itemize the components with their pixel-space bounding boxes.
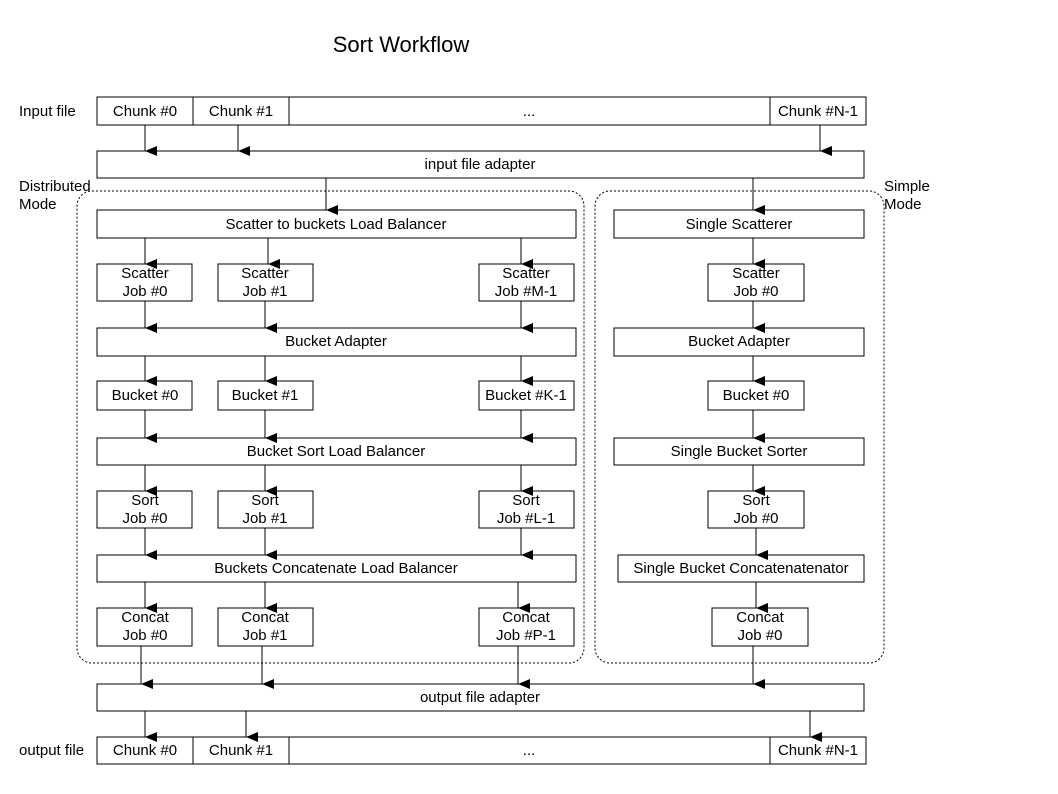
concat-job-0-box bbox=[96, 607, 193, 647]
simple-concat-job-box bbox=[711, 607, 809, 647]
concat-load-balancer: Buckets Concatenate Load Balancer bbox=[214, 560, 458, 577]
concat-job-last-box bbox=[478, 607, 575, 647]
scatter-job-1-line2: Job #1 bbox=[242, 283, 287, 300]
single-bucket-sorter: Single Bucket Sorter bbox=[671, 443, 808, 460]
output-file-adapter: output file adapter bbox=[420, 689, 540, 706]
input-chunk-0: Chunk #0 bbox=[113, 103, 177, 120]
output-file-row: Chunk #0 Chunk #1 ... Chunk #N-1 bbox=[96, 736, 867, 765]
input-file-row: Chunk #0 Chunk #1 ... Chunk #N-1 bbox=[96, 96, 867, 126]
scatter-job-last-line2: Job #M-1 bbox=[495, 283, 558, 300]
sort-job-0-line2: Job #0 bbox=[122, 510, 167, 527]
sort-job-last-box bbox=[478, 490, 575, 529]
output-file-label: output file bbox=[19, 742, 84, 759]
output-file-adapter-box bbox=[96, 683, 865, 712]
flow-arrows bbox=[140, 125, 832, 742]
bucket-0-box bbox=[96, 380, 193, 411]
simple-mode-label-line1: Simple bbox=[884, 178, 930, 195]
concat-job-last-line2: Job #P-1 bbox=[496, 627, 556, 644]
scatter-job-last-line1: Scatter bbox=[502, 265, 550, 282]
input-chunk-1: Chunk #1 bbox=[209, 103, 273, 120]
simple-concat-job-line1: Concat bbox=[736, 609, 784, 626]
sort-job-last-line2: Job #L-1 bbox=[497, 510, 555, 527]
input-file-adapter-box bbox=[96, 150, 865, 179]
scatter-job-last-box bbox=[478, 263, 575, 302]
bucket-adapter-box bbox=[96, 327, 577, 357]
input-file-adapter: input file adapter bbox=[425, 156, 536, 173]
simple-bucket-adapter: Bucket Adapter bbox=[688, 333, 790, 350]
sort-load-balancer-box bbox=[96, 437, 577, 466]
distributed-mode-label-line1: Distributed bbox=[19, 178, 91, 195]
bucket-1: Bucket #1 bbox=[232, 387, 299, 404]
sort-job-0-box bbox=[96, 490, 193, 529]
simple-scatter-job-line2: Job #0 bbox=[733, 283, 778, 300]
single-scatterer-box bbox=[613, 209, 865, 239]
input-chunk-ellipsis: ... bbox=[523, 103, 536, 120]
concat-job-last-line1: Concat bbox=[502, 609, 550, 626]
concat-job-0-line2: Job #0 bbox=[122, 627, 167, 644]
output-chunk-ellipsis: ... bbox=[523, 742, 536, 759]
single-bucket-concatenator: Single Bucket Concatenatenator bbox=[633, 560, 848, 577]
scatter-job-1-line1: Scatter bbox=[241, 265, 289, 282]
bucket-last: Bucket #K-1 bbox=[485, 387, 567, 404]
single-scatterer: Single Scatterer bbox=[686, 216, 793, 233]
bucket-0: Bucket #0 bbox=[112, 387, 179, 404]
single-bucket-sorter-box bbox=[613, 437, 865, 466]
simple-scatter-job-box bbox=[707, 263, 805, 302]
simple-sort-job-line1: Sort bbox=[742, 492, 770, 509]
output-chunk-0: Chunk #0 bbox=[113, 742, 177, 759]
sort-load-balancer: Bucket Sort Load Balancer bbox=[247, 443, 425, 460]
distributed-mode-group bbox=[76, 190, 585, 664]
scatter-load-balancer: Scatter to buckets Load Balancer bbox=[226, 216, 447, 233]
simple-mode-label-line2: Mode bbox=[884, 196, 922, 213]
output-chunk-last: Chunk #N-1 bbox=[778, 742, 858, 759]
bucket-adapter: Bucket Adapter bbox=[285, 333, 387, 350]
sort-job-1-box bbox=[217, 490, 314, 529]
simple-concat-job-line2: Job #0 bbox=[737, 627, 782, 644]
diagram-title: Sort Workflow bbox=[333, 32, 470, 57]
sort-job-last-line1: Sort bbox=[512, 492, 540, 509]
sort-job-1-line2: Job #1 bbox=[242, 510, 287, 527]
scatter-job-0-line1: Scatter bbox=[121, 265, 169, 282]
simple-scatter-job-line1: Scatter bbox=[732, 265, 780, 282]
sort-job-1-line1: Sort bbox=[251, 492, 279, 509]
concat-job-1-line2: Job #1 bbox=[242, 627, 287, 644]
single-bucket-concatenator-box bbox=[617, 554, 865, 583]
concat-job-0-line1: Concat bbox=[121, 609, 169, 626]
sort-job-0-line1: Sort bbox=[131, 492, 159, 509]
input-file-label: Input file bbox=[19, 103, 76, 120]
concat-job-1-box bbox=[217, 607, 314, 647]
scatter-job-0-line2: Job #0 bbox=[122, 283, 167, 300]
concat-load-balancer-box bbox=[96, 554, 577, 583]
simple-sort-job-line2: Job #0 bbox=[733, 510, 778, 527]
distributed-mode-label-line2: Mode bbox=[19, 196, 57, 213]
simple-bucket: Bucket #0 bbox=[723, 387, 790, 404]
simple-sort-job-box bbox=[707, 490, 805, 529]
concat-job-1-line1: Concat bbox=[241, 609, 289, 626]
simple-mode-group bbox=[594, 190, 885, 664]
simple-bucket-adapter-box bbox=[613, 327, 865, 357]
output-chunk-1: Chunk #1 bbox=[209, 742, 273, 759]
input-chunk-last: Chunk #N-1 bbox=[778, 103, 858, 120]
